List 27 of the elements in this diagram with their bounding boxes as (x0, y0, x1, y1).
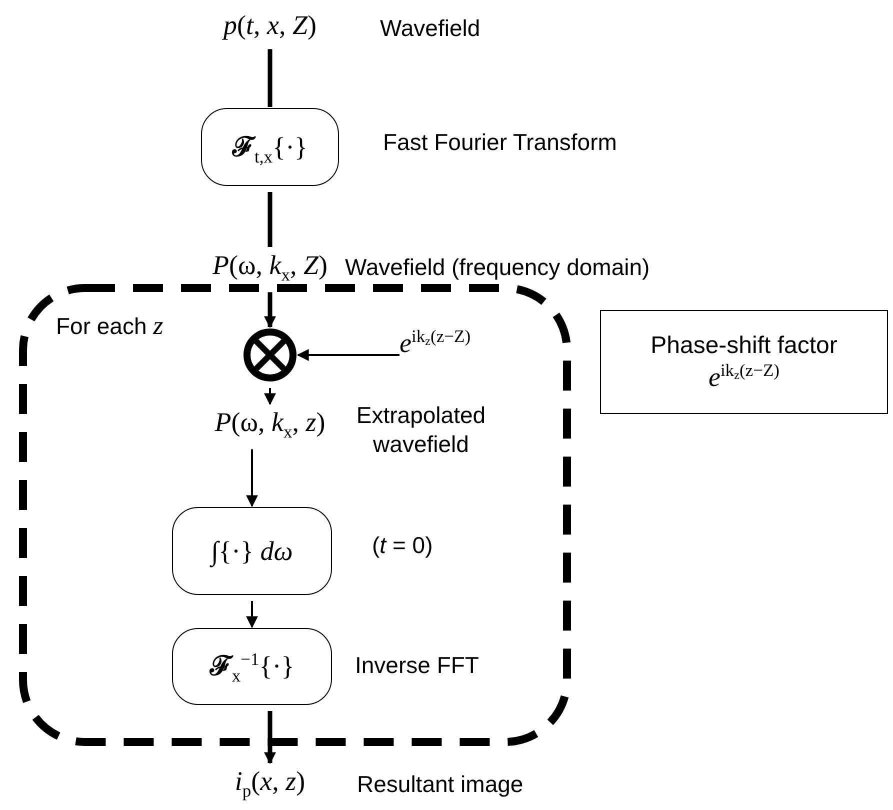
multiplier-symbol (243, 328, 297, 382)
arrow (264, 292, 276, 328)
annotation-box (600, 310, 888, 414)
arrow (246, 601, 258, 628)
step-label: Wavefield (frequency domain) (345, 253, 650, 282)
formula: p(t, x, Z) (223, 8, 317, 44)
arrow (246, 449, 258, 508)
arrow (264, 711, 276, 764)
connector-line (268, 192, 272, 247)
formula-note: (t = 0) (372, 531, 433, 560)
step-label: Extrapolated wavefield (355, 401, 487, 458)
step-label: Inverse FFT (355, 651, 479, 680)
process-box: ℱ$_{t,x}${·} (201, 108, 339, 186)
process-box: ∫{·} dω (172, 507, 332, 595)
box-title: Phase-shift factor (650, 332, 838, 360)
arrow (296, 349, 400, 361)
loop-region (18, 283, 572, 747)
formula: P(ω, k$_{x}$, Z) (212, 248, 328, 286)
process-box: ℱ$_{x}$$^{−1}${·} (172, 628, 332, 705)
formula: P(ω, k$_{x}$, z) (214, 405, 326, 444)
arrow (264, 388, 276, 406)
step-label: Resultant image (357, 770, 524, 799)
formula: i$_{p}$(x, z) (234, 764, 306, 802)
step-label: Fast Fourier Transform (383, 128, 617, 157)
loop-label: For each z (56, 311, 164, 341)
connector-line (268, 49, 272, 107)
step-label: Wavefield (380, 14, 480, 43)
